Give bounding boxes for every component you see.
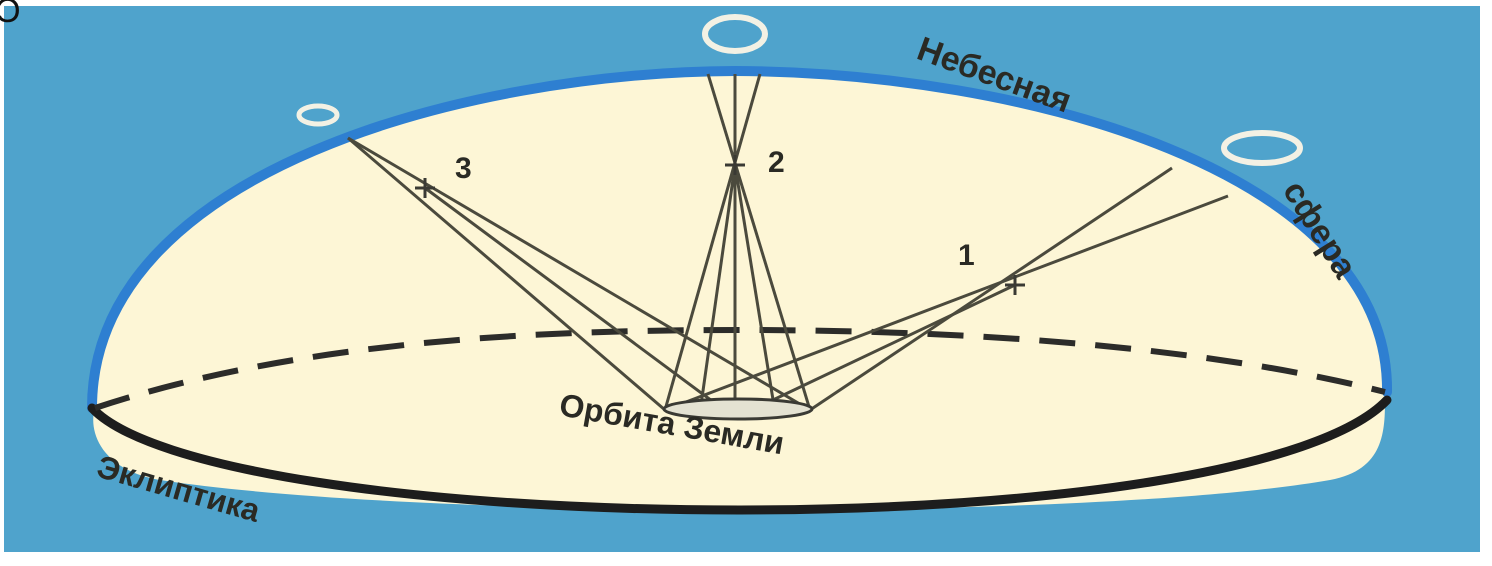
- corner-glyph: Ɔ: [0, 0, 21, 28]
- star-2-label: 2: [768, 146, 785, 179]
- star-3-label: 3: [455, 152, 472, 185]
